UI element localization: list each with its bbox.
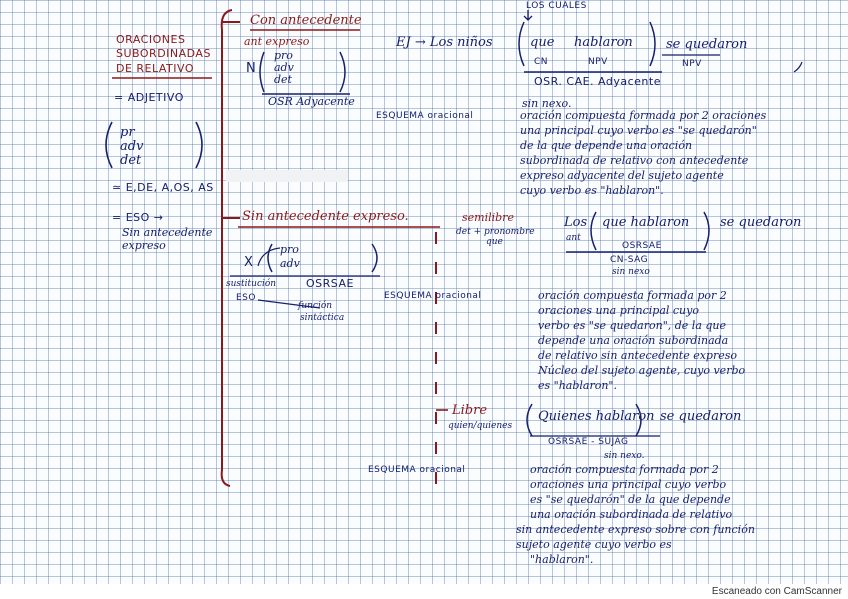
mid-ant: ant <box>566 233 581 243</box>
desc-mid-7: es "hablaron". <box>538 379 617 392</box>
semilibre-label: semilibre <box>462 211 514 224</box>
desc-bot-5: sin antecedente expreso sobre con funció… <box>516 523 755 536</box>
left-paren <box>105 121 113 169</box>
sin-nexo-top: sin nexo. <box>522 97 572 110</box>
desc-top-2: una principal cuyo verbo es "se quedarón… <box>520 124 757 137</box>
libre-label: Libre <box>452 403 488 418</box>
x-item-adv: adv <box>280 257 300 270</box>
osr-cae-line: OSR. CAE. Adyacente <box>534 75 661 88</box>
libre-sub: quien/quienes <box>448 421 513 431</box>
x-bracket-l <box>267 243 273 273</box>
bot-quienes: Quienes hablaron <box>538 409 655 424</box>
esquema-mid: ESQUEMA oracional <box>384 291 482 301</box>
desc-mid-3: verbo es "se quedaron", de la que <box>538 319 727 332</box>
los-cuales: LOS CUALES <box>526 1 587 11</box>
desc-bot-4: una oración subordinada de relativo <box>530 508 733 521</box>
cn-label: CN <box>534 57 549 67</box>
notebook-page: ORACIONES SUBORDINADAS DE RELATIVO = ADJ… <box>0 0 848 584</box>
desc-bot-6: sujeto agente cuyo verbo es <box>516 538 672 551</box>
funcion-2: sintáctica <box>300 313 345 323</box>
mid-los: Los <box>564 215 588 230</box>
mid-se-quedaron: se quedaron <box>720 215 802 230</box>
bot-se-quedaron: se quedaron <box>660 409 742 424</box>
example-se-quedaron: se quedaron <box>666 37 748 52</box>
desc-bot-7: "hablaron". <box>530 553 594 566</box>
desc-top-5: expreso adyacente del sujeto agente <box>520 169 724 182</box>
handwriting-strokes <box>105 9 803 490</box>
main-bracket <box>220 9 233 487</box>
mid-cn-sag: CN-SAG <box>610 255 649 265</box>
sin-ant-line-1: Sin antecedente <box>122 226 213 239</box>
title-line-1: ORACIONES <box>116 33 186 46</box>
sustitucion-label: sustitución <box>226 279 277 289</box>
example-subject: EJ → Los niños <box>396 35 493 50</box>
x-bracket-r <box>371 243 378 273</box>
desc-mid-5: de relativo sin antecedente expreso <box>538 349 738 362</box>
approx-label: ≃ E,DE, A,OS, AS <box>112 181 214 194</box>
paren-item-pr: pr <box>120 125 135 140</box>
bot-sin-nexo: sin nexo. <box>604 451 645 461</box>
osr-adyacente: OSR Adyacente <box>268 95 355 108</box>
paren-item-det: det <box>120 153 142 168</box>
desc-top-6: cuyo verbo es "hablaron". <box>520 184 664 197</box>
example-que: que <box>530 35 555 50</box>
x-item-pro: pro <box>280 243 299 256</box>
semilibre-sub-1: det + pronombre <box>456 227 535 237</box>
bot-osrsae: OSRSAE - SUJAG <box>548 437 629 447</box>
esquema-bot: ESQUEMA oracional <box>368 465 466 475</box>
desc-top-3: de la que depende una oración <box>520 139 693 152</box>
semilibre-sub-2: que <box>486 237 503 247</box>
desc-mid-6: Núcleo del sujeto agente, cuyo verbo <box>538 364 746 377</box>
n-label: N <box>246 61 257 76</box>
eso-small: ESO <box>236 293 256 303</box>
sin-ant-line-2: expreso <box>122 239 166 252</box>
desc-mid-1: oración compuesta formada por 2 <box>538 289 727 302</box>
desc-bot-1: oración compuesta formada por 2 <box>530 463 719 476</box>
con-antecedente-title: Con antecedente <box>250 13 362 28</box>
n-bracket-l <box>259 51 265 93</box>
funcion-1: función <box>298 301 333 311</box>
desc-top-4: subordinada de relativo con antecedente <box>520 154 749 167</box>
scan-gap <box>226 170 348 182</box>
desc-bot-2: oraciones una principal cuyo verbo <box>530 478 727 491</box>
ant-expreso-label: ant expreso <box>244 35 310 48</box>
n-bracket-r <box>339 51 346 93</box>
eso-label: = ESO → <box>112 211 164 224</box>
npv-label-1: NPV <box>588 57 608 67</box>
x-osrsae: OSRSAE <box>306 277 354 290</box>
n-item-pro: pro <box>274 49 293 62</box>
desc-mid-4: depende una oración subordinada <box>538 334 729 347</box>
desc-bot-3: es "se quedarón" de la que depende <box>530 493 731 506</box>
sin-antecedente-title: Sin antecedente expreso. <box>242 209 409 224</box>
mid-sin-nexo: sin nexo <box>612 267 650 277</box>
scanner-watermark: Escaneado con CamScanner <box>711 586 842 597</box>
x-label: X <box>244 255 254 270</box>
desc-mid-2: oraciones una principal cuyo <box>538 304 699 317</box>
desc-top-1: oración compuesta formada por 2 oracione… <box>520 109 767 122</box>
mid-que-hablaron: que hablaron <box>602 215 690 230</box>
adjective-label: = ADJETIVO <box>114 91 184 104</box>
title-line-2: SUBORDINADAS <box>116 47 211 60</box>
n-item-adv: adv <box>274 61 294 74</box>
title-line-3: DE RELATIVO <box>116 62 195 75</box>
right-paren <box>195 121 203 169</box>
esquema-top: ESQUEMA oracional <box>376 111 474 121</box>
n-item-det: det <box>274 73 292 86</box>
mid-osrsae: OSRSAE <box>622 241 662 251</box>
paren-item-adv: adv <box>120 139 144 154</box>
npv-label-2: NPV <box>682 59 702 69</box>
example-hablaron: hablaron <box>574 35 633 50</box>
